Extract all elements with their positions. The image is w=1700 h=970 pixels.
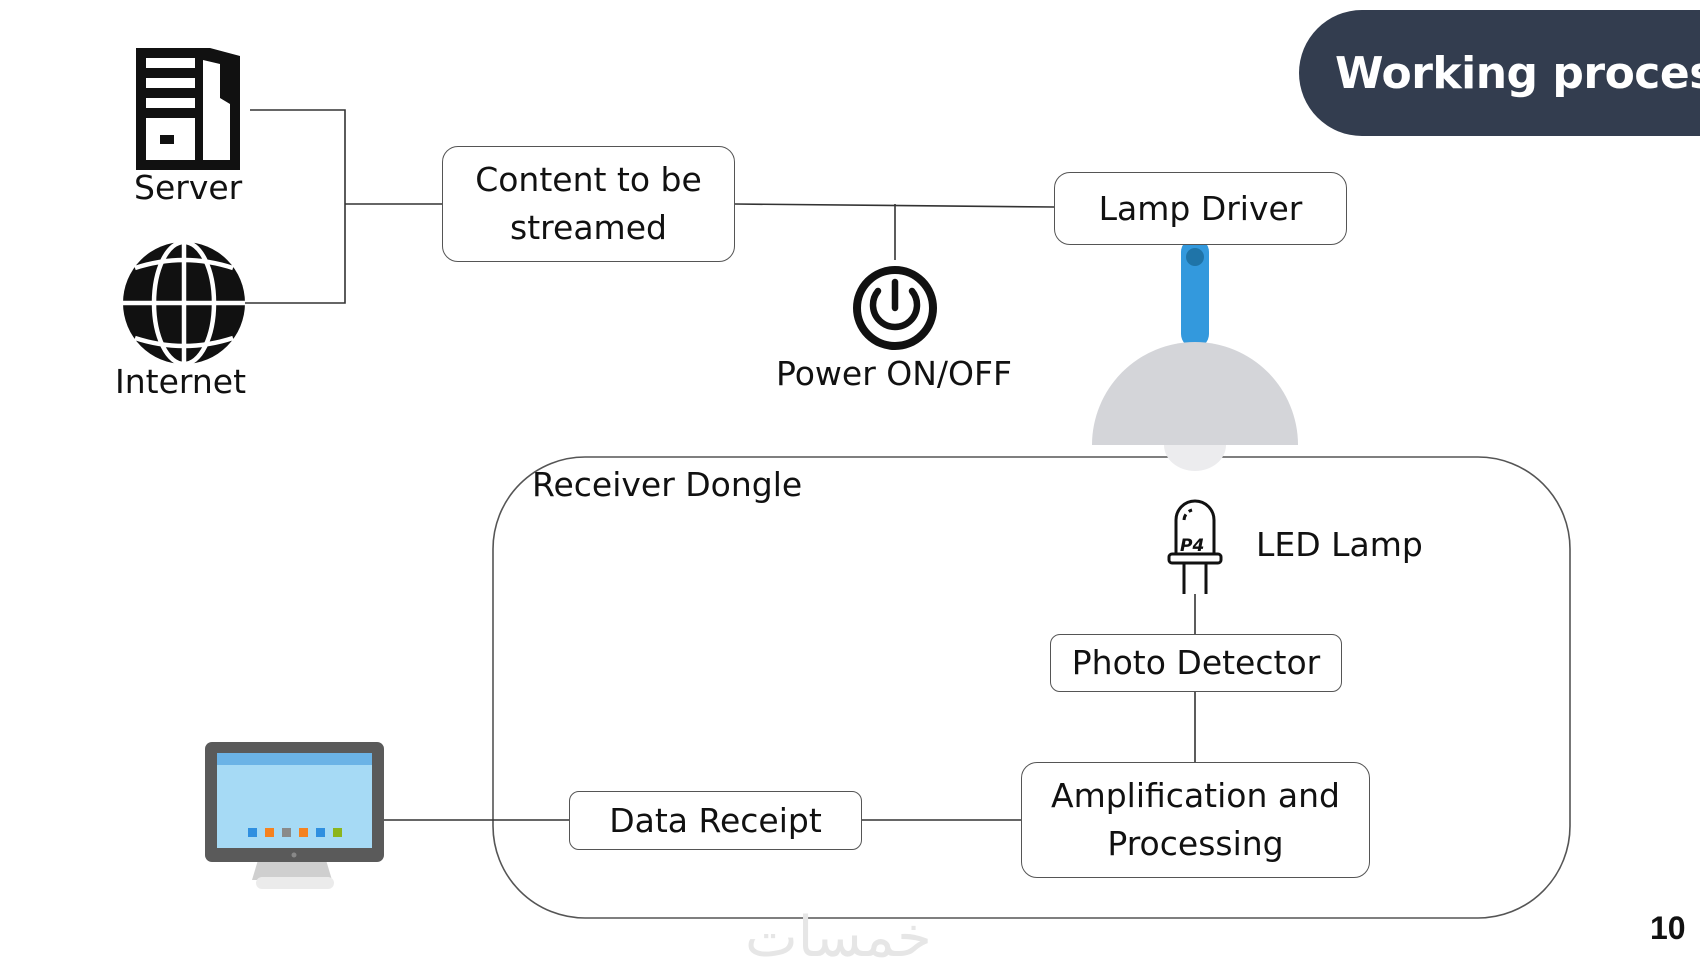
photo-detector-label: Photo Detector — [1071, 643, 1321, 682]
data-receipt-box: Data Receipt — [569, 791, 862, 850]
led-lamp-label: LED Lamp — [1256, 525, 1423, 564]
receiver-dongle-container — [492, 456, 1571, 919]
amplification-processing-box: Amplification and Processing — [1021, 762, 1370, 878]
watermark: خمسات — [745, 905, 932, 970]
power-label: Power ON/OFF — [776, 354, 1012, 393]
photo-detector-box: Photo Detector — [1050, 634, 1342, 692]
server-label: Server — [134, 168, 243, 207]
led-icon: P4 — [1167, 499, 1223, 594]
monitor-dock-icon — [282, 828, 291, 837]
amplification-line2: Processing — [1107, 824, 1284, 863]
ceiling-lamp-icon — [1092, 238, 1298, 471]
monitor-icon — [205, 742, 384, 889]
content-box-line2: streamed — [510, 208, 667, 247]
lamp-driver-box: Lamp Driver — [1054, 172, 1347, 245]
power-icon — [853, 266, 937, 350]
content-to-be-streamed-box: Content to be streamed — [442, 146, 735, 262]
receiver-dongle-title: Receiver Dongle — [532, 465, 803, 504]
data-receipt-label: Data Receipt — [609, 800, 822, 840]
page-number: 10 — [1650, 910, 1686, 946]
monitor-dock-icon — [316, 828, 325, 837]
svg-text:P4: P4 — [1180, 536, 1204, 556]
server-connector — [245, 109, 346, 304]
content-box-line1: Content to be — [475, 160, 702, 199]
slide-title-banner: Working process — [1299, 10, 1700, 136]
monitor-dock-icon — [299, 828, 308, 837]
internet-label: Internet — [115, 362, 247, 401]
monitor-dock-icon — [265, 828, 274, 837]
globe-icon — [123, 239, 245, 367]
monitor-dock-icon — [248, 828, 257, 837]
slide-title: Working process — [1335, 47, 1700, 99]
monitor-dock-icon — [333, 828, 342, 837]
amplification-line1: Amplification and — [1051, 776, 1340, 815]
server-icon — [136, 48, 240, 170]
lamp-driver-label: Lamp Driver — [1098, 188, 1303, 228]
